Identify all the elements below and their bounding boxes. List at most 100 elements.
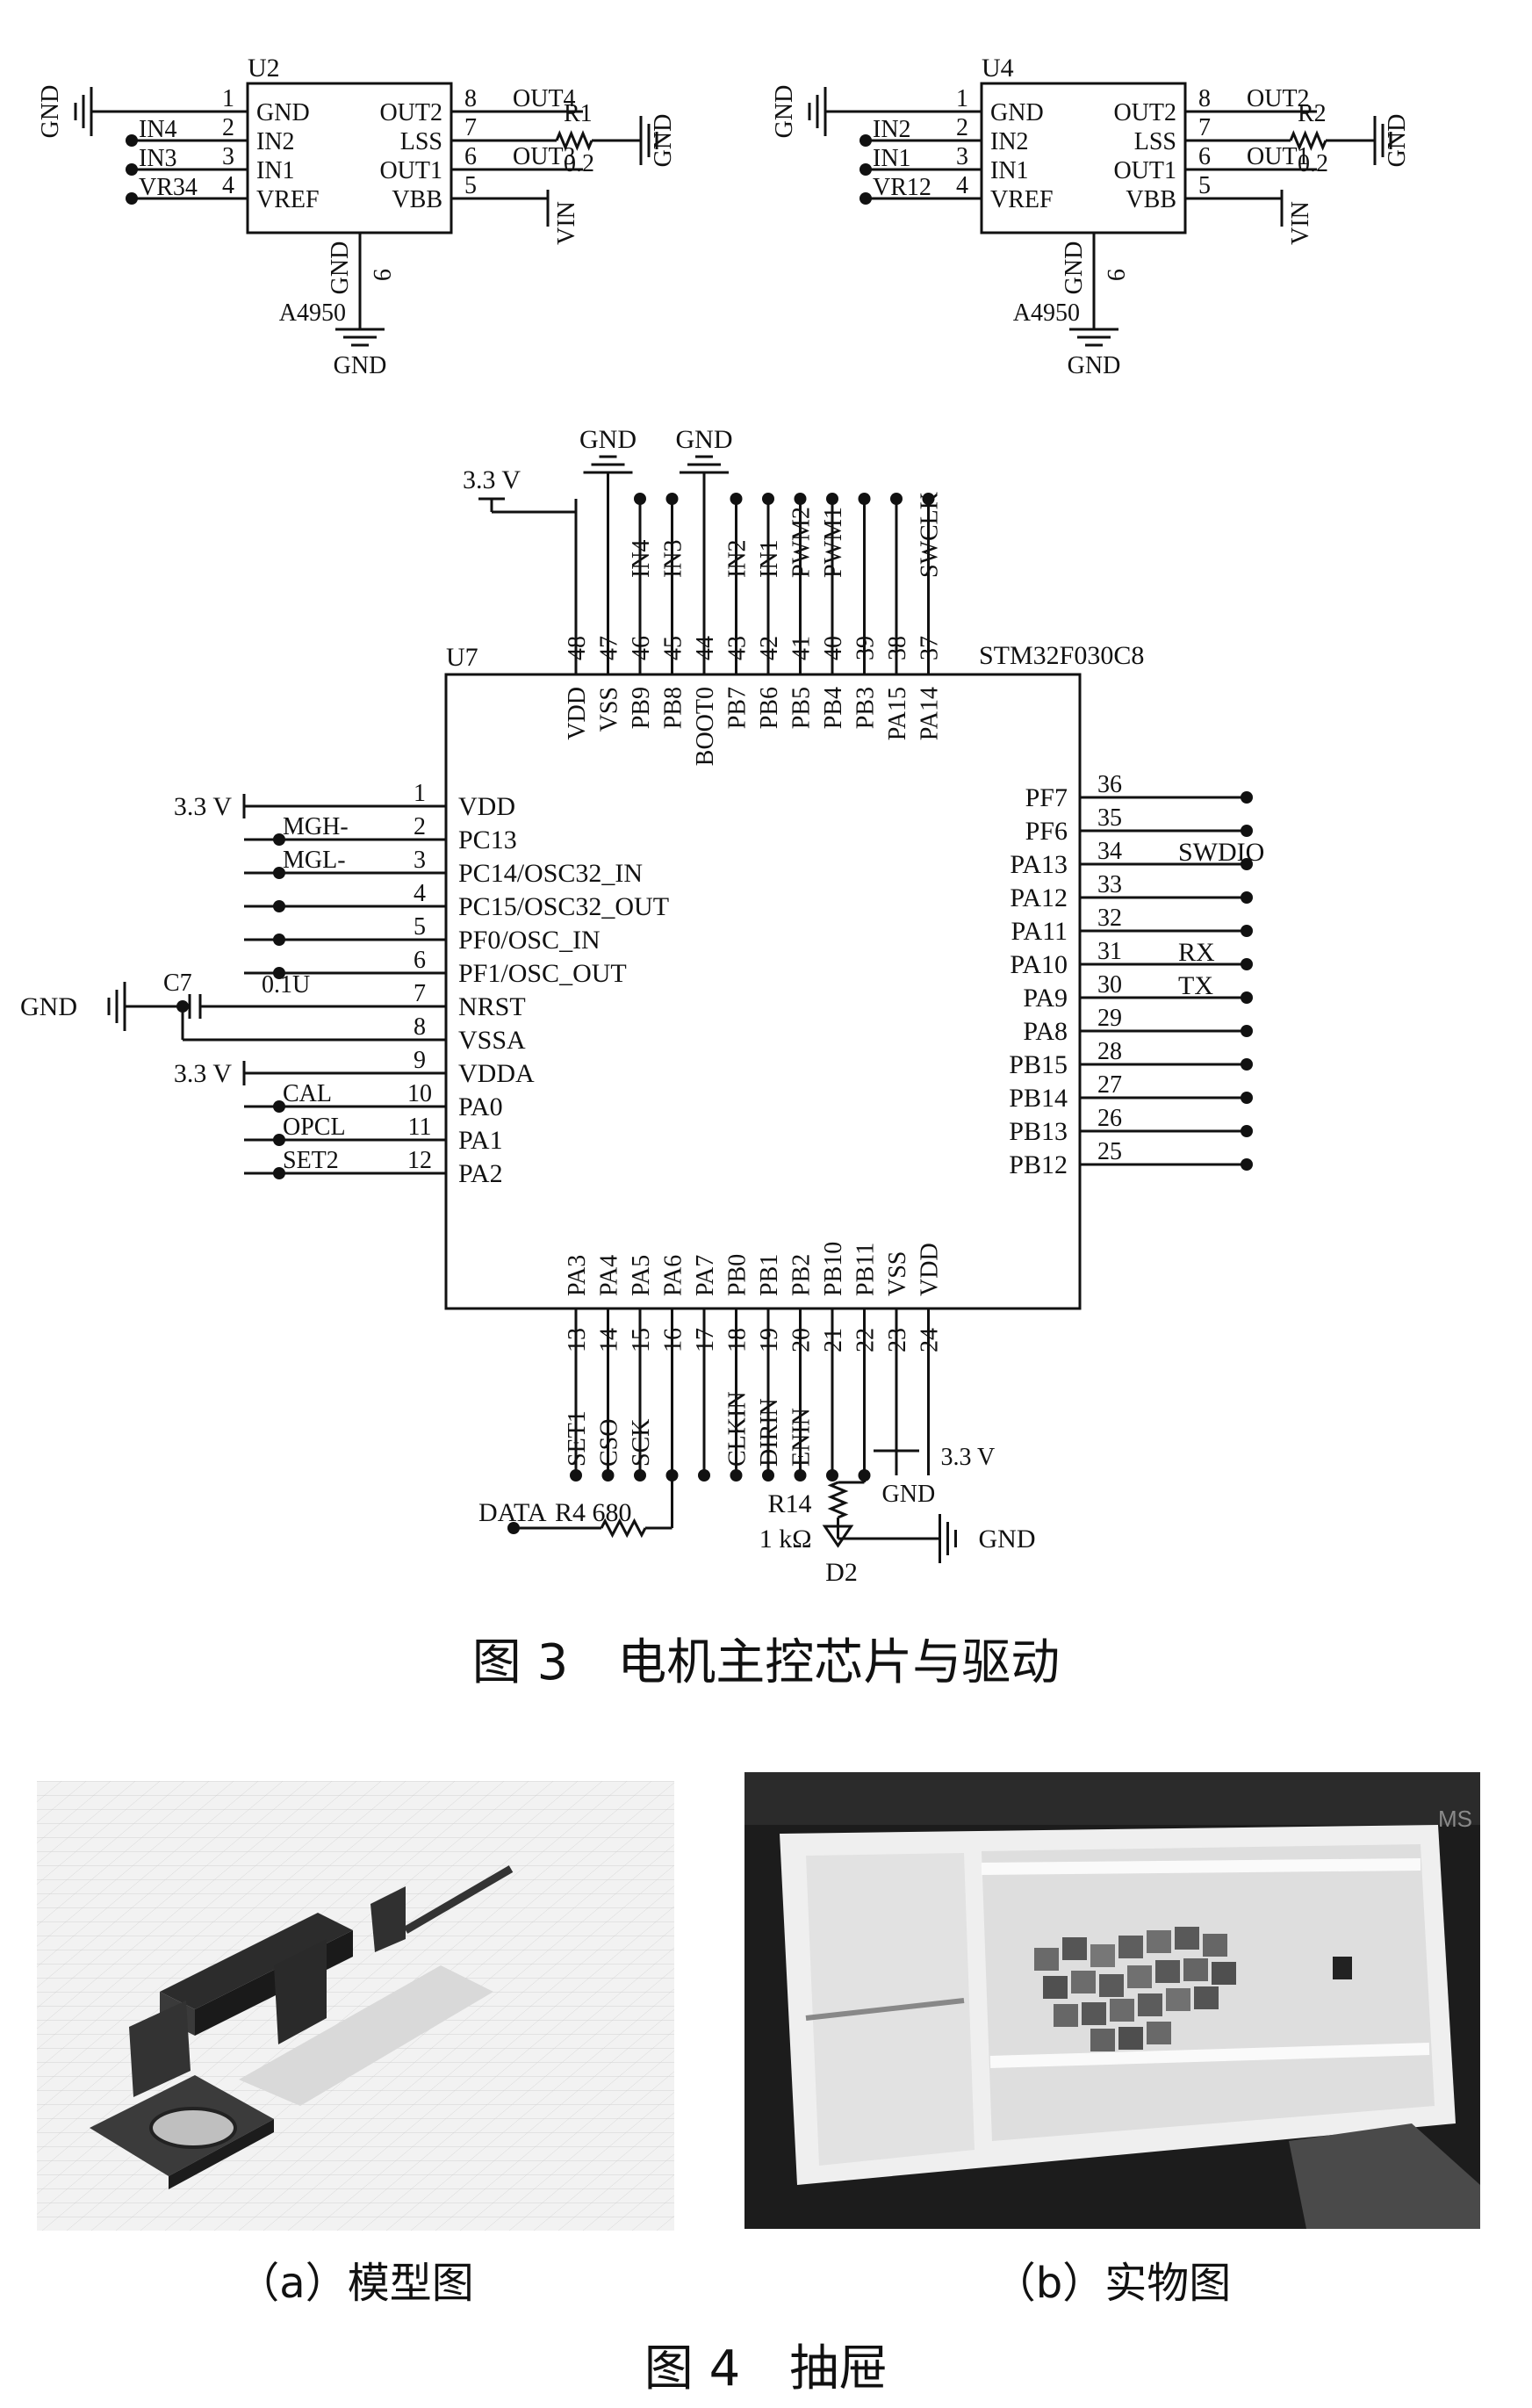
mcu-pin-num-19: 19 bbox=[756, 1328, 783, 1352]
mcu-left-gnd-label: GND bbox=[20, 992, 77, 1021]
mcu-pin-name-11: PA1 bbox=[458, 1126, 503, 1155]
mcu-pin-name-17: PA7 bbox=[692, 1255, 719, 1296]
mcu-pin-num-15: 15 bbox=[628, 1328, 655, 1352]
u4-pin-name-3: IN1 bbox=[990, 157, 1029, 184]
u4-net-dot bbox=[860, 134, 872, 147]
subfigure-b-caption: （b）实物图 bbox=[993, 2259, 1232, 2308]
r4-resistor bbox=[600, 1518, 647, 1539]
u2-pin-name-6: OUT1 bbox=[379, 157, 442, 184]
u2-net-out1: OUT3 bbox=[513, 143, 576, 170]
mcu-pin-num-20: 20 bbox=[788, 1328, 816, 1352]
u4-pin-name-6: OUT1 bbox=[1113, 157, 1176, 184]
u2-pin-name-9: GND bbox=[327, 242, 354, 295]
mcu-pin-name-21: PB10 bbox=[820, 1242, 847, 1296]
mcu-pin-num-26: 26 bbox=[1097, 1105, 1122, 1132]
mcu-pin-num-30: 30 bbox=[1097, 971, 1122, 999]
mcu-pin-num-5: 5 bbox=[414, 913, 426, 941]
mcu-part: STM32F030C8 bbox=[979, 641, 1144, 670]
mcu-pin-name-15: PA5 bbox=[628, 1255, 655, 1296]
u4-resistor bbox=[1289, 130, 1327, 151]
u2-net-dot bbox=[126, 163, 138, 176]
mcu-pin-num-9: 9 bbox=[414, 1047, 426, 1074]
drawer-model-graphic bbox=[37, 1781, 674, 2231]
u2-pin-name-2: IN2 bbox=[256, 128, 295, 155]
u4-pin-num-4: 4 bbox=[956, 172, 968, 199]
mcu-top-gnd-2-label: GND bbox=[676, 425, 733, 454]
u2-pin-name-4: VREF bbox=[256, 186, 320, 213]
mcu-net-34: SWDIO bbox=[1178, 838, 1264, 867]
mcu-pin-num-31: 31 bbox=[1097, 938, 1122, 965]
mcu-pin-num-41: 41 bbox=[788, 636, 816, 660]
mcu-pin-name-8: VSSA bbox=[458, 1026, 526, 1055]
mcu-top-dot-46 bbox=[634, 493, 646, 505]
u4-pin-name-7: LSS bbox=[1134, 128, 1176, 155]
mcu-pin-num-21: 21 bbox=[820, 1328, 847, 1352]
mcu-pin-num-44: 44 bbox=[692, 636, 719, 660]
mcu-pin-name-35: PF6 bbox=[1025, 817, 1068, 846]
mcu-pin-dot-30 bbox=[1241, 991, 1253, 1004]
mcu-pin-num-7: 7 bbox=[414, 980, 426, 1007]
u2-pin-num-9: 9 bbox=[368, 269, 395, 281]
mcu-pin-num-11: 11 bbox=[408, 1114, 432, 1141]
u2-net-vin: VIN bbox=[553, 201, 580, 245]
u2-pin-name-5: VBB bbox=[392, 186, 442, 213]
mcu-top-dot-45 bbox=[665, 493, 679, 505]
mcu-vdd-label: 3.3 V bbox=[174, 792, 232, 821]
mcu-pin-name-19: PB1 bbox=[756, 1254, 783, 1296]
u4-pin-name-5: VBB bbox=[1126, 186, 1176, 213]
mcu-net-40: PWM1 bbox=[820, 507, 847, 578]
mcu-net-19: DIRIN bbox=[756, 1398, 783, 1467]
r4-label: R4 680 bbox=[555, 1498, 632, 1527]
mcu-pin-dot-31 bbox=[1241, 958, 1253, 970]
mcu-pin-name-5: PF0/OSC_IN bbox=[458, 926, 601, 955]
mcu-pin-num-16: 16 bbox=[660, 1328, 687, 1352]
u2-net-dot bbox=[126, 134, 138, 147]
mcu-bottom-dot-13 bbox=[570, 1469, 582, 1482]
mcu-pin-name-38: PA15 bbox=[884, 687, 911, 740]
u2-pin-num-1: 1 bbox=[222, 85, 234, 112]
mcu-pin-name-13: PA3 bbox=[564, 1255, 591, 1296]
u4-pin-name-4: VREF bbox=[990, 186, 1054, 213]
u4-net-IN2: IN2 bbox=[873, 116, 911, 143]
u4-pin-name-2: IN2 bbox=[990, 128, 1029, 155]
mcu-pin-name-43: PB7 bbox=[724, 687, 752, 729]
mcu-pin-name-34: PA13 bbox=[1010, 850, 1068, 879]
mcu-pin-num-18: 18 bbox=[724, 1328, 752, 1352]
d2-led bbox=[822, 1525, 854, 1548]
mcu-net-11: OPCL bbox=[283, 1114, 346, 1141]
data-net-label: DATA bbox=[478, 1498, 547, 1527]
mcu-pin-name-26: PB13 bbox=[1009, 1117, 1068, 1146]
u2-pin-name-7: LSS bbox=[400, 128, 442, 155]
mcu-pin-name-29: PA8 bbox=[1023, 1017, 1068, 1046]
mcu-pin-num-43: 43 bbox=[724, 636, 752, 660]
mcu-pin-num-8: 8 bbox=[414, 1013, 426, 1041]
u2-part: A4950 bbox=[279, 299, 346, 327]
mcu-top-dot-41 bbox=[794, 493, 807, 505]
mcu-body bbox=[444, 673, 1082, 1310]
mcu-pin-name-48: VDD bbox=[564, 687, 591, 740]
mcu-pin-num-24: 24 bbox=[917, 1328, 944, 1352]
mcu-pin-name-16: PA6 bbox=[660, 1255, 687, 1296]
mcu-pin-num-10: 10 bbox=[407, 1080, 432, 1107]
mcu-bottom-dot-21 bbox=[826, 1469, 838, 1482]
figure-4-caption: 图 4 抽屉 bbox=[644, 2340, 888, 2397]
u4-net-vin: VIN bbox=[1287, 201, 1314, 245]
mcu-pin-num-13: 13 bbox=[564, 1328, 591, 1352]
mcu-net-3: MGL- bbox=[283, 847, 346, 874]
mcu-pin-num-4: 4 bbox=[414, 880, 426, 907]
mcu-net-37: SWCLK bbox=[917, 492, 944, 578]
u2-bottom-gnd-label: GND bbox=[334, 352, 387, 379]
mcu-pin-num-35: 35 bbox=[1097, 804, 1122, 832]
mcu-top-gnd-1-label: GND bbox=[579, 425, 637, 454]
mcu-pin-dot-27 bbox=[1241, 1092, 1253, 1104]
mcu-pin-name-47: VSS bbox=[596, 687, 623, 732]
mcu-pin-dot-36 bbox=[1241, 791, 1253, 804]
u2-pin-num-5: 5 bbox=[464, 172, 477, 199]
u2-pin-num-8: 8 bbox=[464, 85, 477, 112]
u2-pin-num-4: 4 bbox=[222, 172, 234, 199]
cap-ref: C7 bbox=[163, 970, 192, 997]
mcu-pin-num-2: 2 bbox=[414, 813, 426, 840]
u4-net-VR12: VR12 bbox=[873, 174, 931, 201]
mcu-top-dot-42 bbox=[762, 493, 774, 505]
mcu-net-15: SCK bbox=[628, 1419, 655, 1467]
